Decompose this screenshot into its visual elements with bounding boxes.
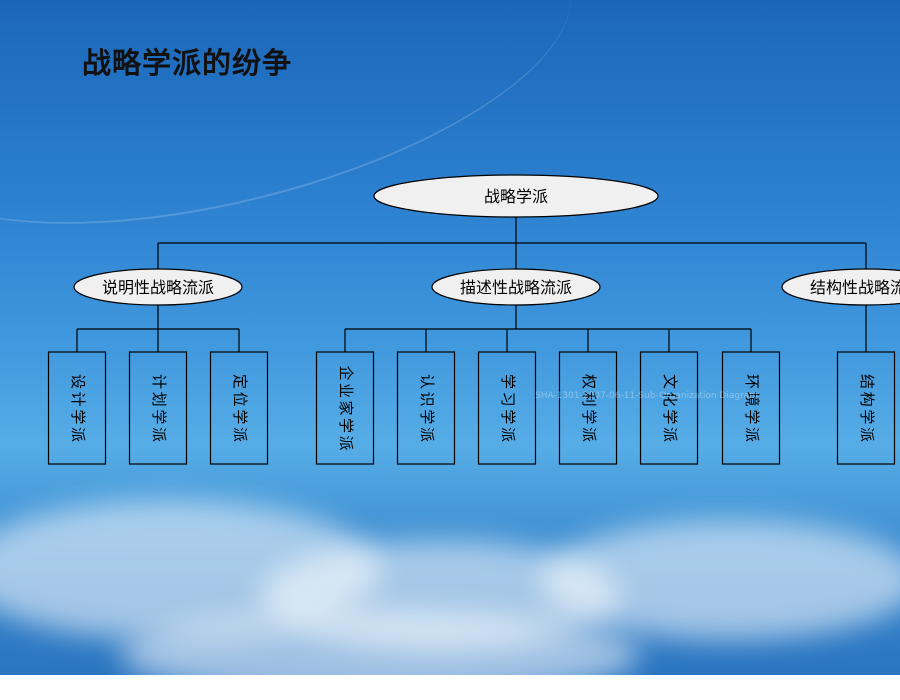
watermark-text: SHA-1301-2007-06-11-Sub-Organization Dia… xyxy=(535,391,758,401)
leaf-box xyxy=(723,352,780,464)
group-node: 描述性战略流派 xyxy=(432,269,600,305)
leaf-node: 定位学派 xyxy=(211,352,268,464)
leaf-node: 计划学派 xyxy=(130,352,187,464)
leaf-label: 设计学派 xyxy=(69,374,87,442)
root-node: 战略学派 xyxy=(374,175,658,217)
leaf-node: 文化学派 xyxy=(641,352,698,464)
leaf-node: 学习学派 xyxy=(479,352,536,464)
group-node: 结构性战略流派 xyxy=(782,269,900,305)
leaf-box xyxy=(130,352,187,464)
leaf-label: 定位学派 xyxy=(231,374,249,442)
leaf-box xyxy=(838,352,895,464)
leaf-box xyxy=(211,352,268,464)
leaf-box xyxy=(398,352,455,464)
leaf-label: 计划学派 xyxy=(150,374,168,442)
group-label: 结构性战略流派 xyxy=(810,278,900,297)
leaf-label: 结构学派 xyxy=(858,374,876,442)
leaf-label: 文化学派 xyxy=(661,374,679,442)
leaf-label: 环境学派 xyxy=(743,374,761,442)
leaf-box xyxy=(49,352,106,464)
group-label: 描述性战略流派 xyxy=(460,278,572,297)
leaf-label: 学习学派 xyxy=(499,374,517,442)
leaf-box xyxy=(641,352,698,464)
leaf-node: 权利学派 xyxy=(560,352,617,464)
leaf-node: 认识学派 xyxy=(398,352,455,464)
leaf-node: 结构学派 xyxy=(838,352,895,464)
leaf-label: 企业家学派 xyxy=(337,366,355,451)
root-label: 战略学派 xyxy=(484,187,548,206)
leaf-node: 环境学派 xyxy=(723,352,780,464)
leaf-node: 企业家学派 xyxy=(317,352,374,464)
group-label: 说明性战略流派 xyxy=(102,278,214,297)
leaf-label: 认识学派 xyxy=(418,374,436,442)
leaf-box xyxy=(479,352,536,464)
leaf-label: 权利学派 xyxy=(580,374,598,442)
leaf-box xyxy=(560,352,617,464)
leaf-node: 设计学派 xyxy=(49,352,106,464)
group-node: 说明性战略流派 xyxy=(74,269,242,305)
